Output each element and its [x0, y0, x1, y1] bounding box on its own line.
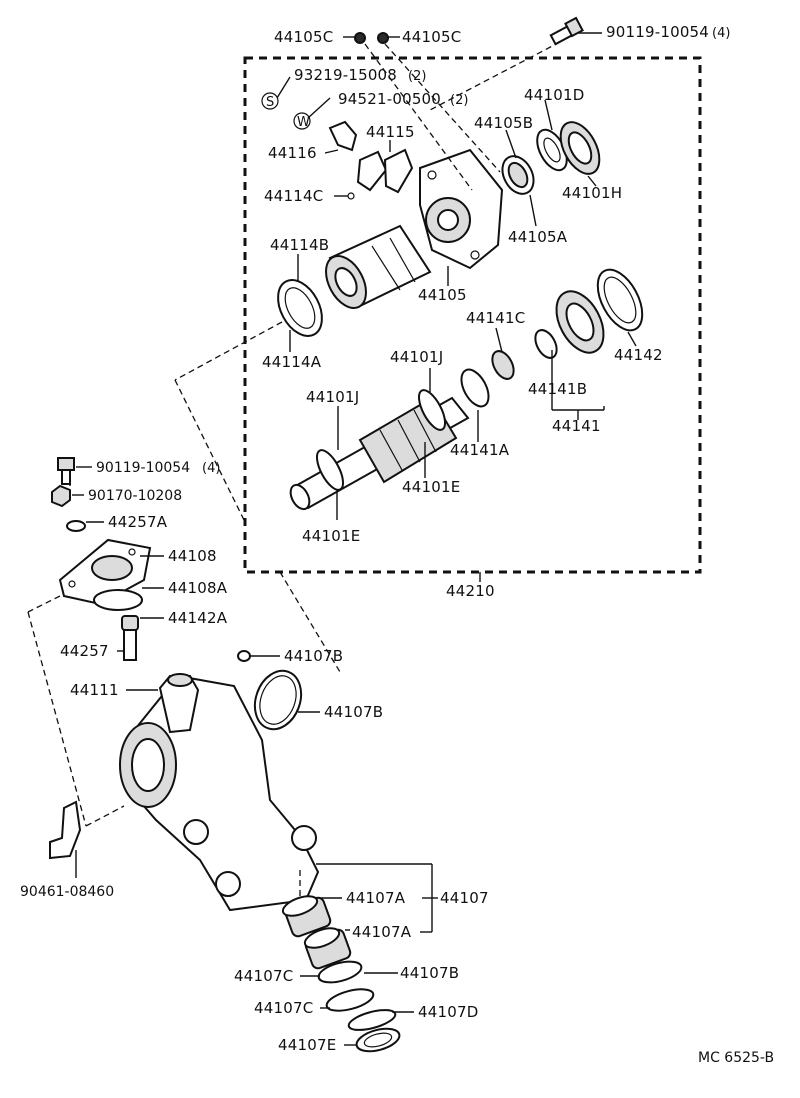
- label-44257: 44257: [60, 642, 109, 660]
- label-93219-qty: (2): [408, 69, 426, 84]
- label-44107C-b: 44107C: [254, 999, 313, 1017]
- label-44107E: 44107E: [278, 1036, 336, 1054]
- part-44105C-nut-b: [377, 32, 389, 44]
- symbol-s-circle: [261, 92, 279, 110]
- label-44111: 44111: [70, 681, 119, 699]
- part-44114A-ring: [277, 279, 323, 337]
- label-44105A: 44105A: [508, 228, 568, 246]
- part-44108A-gasket: [93, 589, 143, 611]
- part-44141A-oring: [460, 368, 490, 408]
- label-w-symbol: W: [297, 115, 310, 130]
- part-44107A-bushing-a: [281, 895, 332, 938]
- part-44108-sector-cover: [58, 538, 152, 606]
- part-nut-90170: [51, 484, 71, 508]
- label-94521-qty: (2): [450, 93, 468, 108]
- part-44101J-seal-ring-a: [417, 389, 447, 431]
- part-bolt-90119-top: [549, 16, 584, 46]
- label-90119-top: 90119-10054: [606, 23, 709, 41]
- label-44107B-a: 44107B: [284, 647, 343, 665]
- part-44101H-bearing: [559, 121, 601, 175]
- part-90461-bracket: [49, 800, 82, 860]
- label-44107: 44107: [440, 889, 489, 907]
- label-44107B-c: 44107B: [400, 964, 459, 982]
- label-44115: 44115: [366, 123, 415, 141]
- label-90119-top-qty: (4): [712, 26, 730, 41]
- label-90170: 90170-10208: [88, 488, 182, 504]
- part-44114B-piston: [325, 224, 432, 309]
- part-44114C-pin: [347, 192, 355, 200]
- symbol-w-circle: [293, 112, 311, 130]
- part-44141-seal: [534, 329, 558, 359]
- label-44142: 44142: [614, 346, 663, 364]
- part-44142A-adjuster: [121, 615, 139, 661]
- label-44107A-a: 44107A: [346, 889, 406, 907]
- label-44116: 44116: [268, 144, 317, 162]
- label-44141C: 44141C: [466, 309, 525, 327]
- label-44257A: 44257A: [108, 513, 168, 531]
- label-90119-left-qty: (4): [202, 461, 220, 476]
- part-44105-valve-housing: [419, 148, 504, 270]
- part-44111-gear-housing: [119, 673, 320, 912]
- label-44107A-b: 44107A: [352, 923, 412, 941]
- part-44105B-seal: [501, 155, 535, 195]
- dashed-guide-lines: [27, 41, 561, 896]
- label-44210: 44210: [446, 582, 495, 600]
- label-44101H: 44101H: [562, 184, 622, 202]
- label-44107B-b: 44107B: [324, 703, 383, 721]
- part-44101J-seal-ring-b: [315, 449, 345, 491]
- part-44257A-washer: [66, 520, 86, 532]
- part-44107D-snap-ring: [347, 1009, 397, 1031]
- label-44105: 44105: [418, 286, 467, 304]
- part-44116-clip: [328, 120, 358, 152]
- part-44107B-seal-bottom: [317, 960, 363, 984]
- label-44114B: 44114B: [270, 236, 329, 254]
- label-44105B: 44105B: [474, 114, 533, 132]
- label-44101E-b: 44101E: [302, 527, 360, 545]
- label-44142A: 44142A: [168, 609, 228, 627]
- label-44107D: 44107D: [418, 1003, 478, 1021]
- label-44141: 44141: [552, 417, 601, 435]
- part-44142-ring: [596, 268, 644, 332]
- label-90461: 90461-08460: [20, 884, 114, 900]
- label-90119-left: 90119-10054: [96, 460, 190, 476]
- label-44101J-b: 44101J: [306, 388, 359, 406]
- label-94521: 94521-00500: [338, 90, 441, 108]
- part-44115-bracket: [356, 148, 414, 194]
- part-44105C-nut-a: [354, 32, 366, 44]
- part-labels: 44105C 44105C 90119-10054 (4) 93219-1500…: [20, 23, 774, 1066]
- label-44108: 44108: [168, 547, 217, 565]
- label-44105C-b: 44105C: [402, 28, 461, 46]
- label-44141B: 44141B: [528, 380, 587, 398]
- part-44107B-large-oring: [253, 669, 303, 731]
- assembly-box-44210: [243, 56, 702, 574]
- part-44107C-washer: [325, 988, 375, 1012]
- label-44101D: 44101D: [524, 86, 584, 104]
- label-s-symbol: S: [266, 95, 274, 110]
- label-44107C-a: 44107C: [234, 967, 293, 985]
- label-44114A: 44114A: [262, 353, 322, 371]
- label-44114C: 44114C: [264, 187, 323, 205]
- part-44107E-cap: [355, 1027, 401, 1053]
- part-44107B-small-oring: [237, 650, 251, 662]
- label-44101E-a: 44101E: [402, 478, 460, 496]
- label-44105C-a: 44105C: [274, 28, 333, 46]
- part-44101D-ring: [536, 128, 568, 172]
- label-93219: 93219-15008: [294, 66, 397, 84]
- leader-lines: [72, 32, 637, 1046]
- label-44141A: 44141A: [450, 441, 510, 459]
- part-44107A-bushing-b: [303, 927, 352, 970]
- part-bolt-90119-left: [57, 457, 75, 485]
- part-44141B-bearing: [555, 290, 605, 354]
- label-44108A: 44108A: [168, 579, 228, 597]
- part-44141C-nut: [491, 350, 515, 380]
- label-diagram-code: MC 6525-B: [698, 1050, 774, 1066]
- label-44101J-a: 44101J: [390, 348, 443, 366]
